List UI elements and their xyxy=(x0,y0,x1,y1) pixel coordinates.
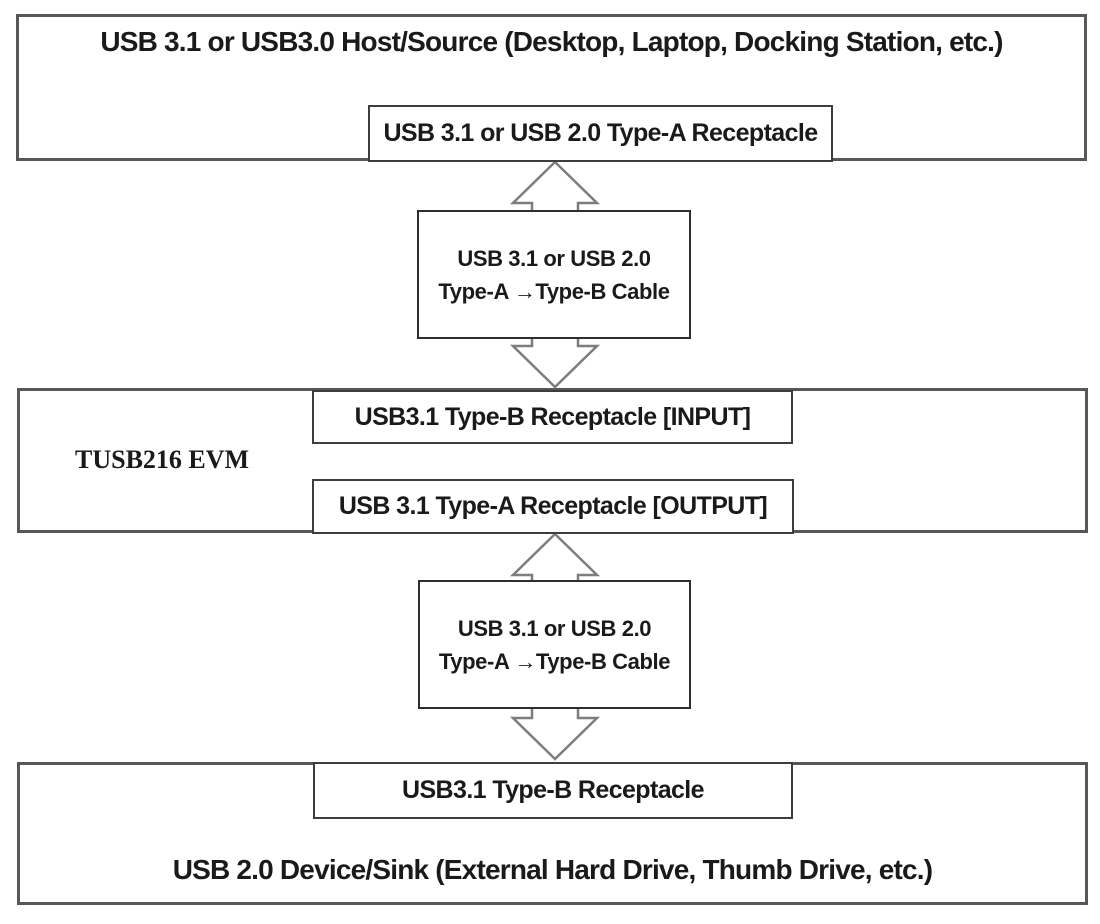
evm-input-receptacle-box: USB3.1 Type-B Receptacle [INPUT] xyxy=(312,390,793,444)
host-source-title: USB 3.1 or USB3.0 Host/Source (Desktop, … xyxy=(100,26,1003,57)
cable-box-top: USB 3.1 or USB 2.0 Type-A →Type-B Cable xyxy=(417,210,691,339)
evm-output-receptacle-box: USB 3.1 Type-A Receptacle [OUTPUT] xyxy=(312,479,794,534)
cable-bottom-line1: USB 3.1 or USB 2.0 xyxy=(457,615,652,641)
tusb216-evm-label: TUSB216 EVM xyxy=(75,445,250,474)
cable-box-bottom: USB 3.1 or USB 2.0 Type-A →Type-B Cable xyxy=(418,580,691,709)
cable-bottom-line2: Type-A →Type-B Cable xyxy=(438,648,671,674)
device-sink-title: USB 2.0 Device/Sink (External Hard Drive… xyxy=(172,854,933,885)
device-type-b-receptacle-box: USB3.1 Type-B Receptacle xyxy=(313,762,793,819)
host-type-a-receptacle-box: USB 3.1 or USB 2.0 Type-A Receptacle xyxy=(368,105,833,162)
cable-top-line2: Type-A →Type-B Cable xyxy=(438,278,670,304)
cable-top-line1: USB 3.1 or USB 2.0 xyxy=(457,245,651,271)
